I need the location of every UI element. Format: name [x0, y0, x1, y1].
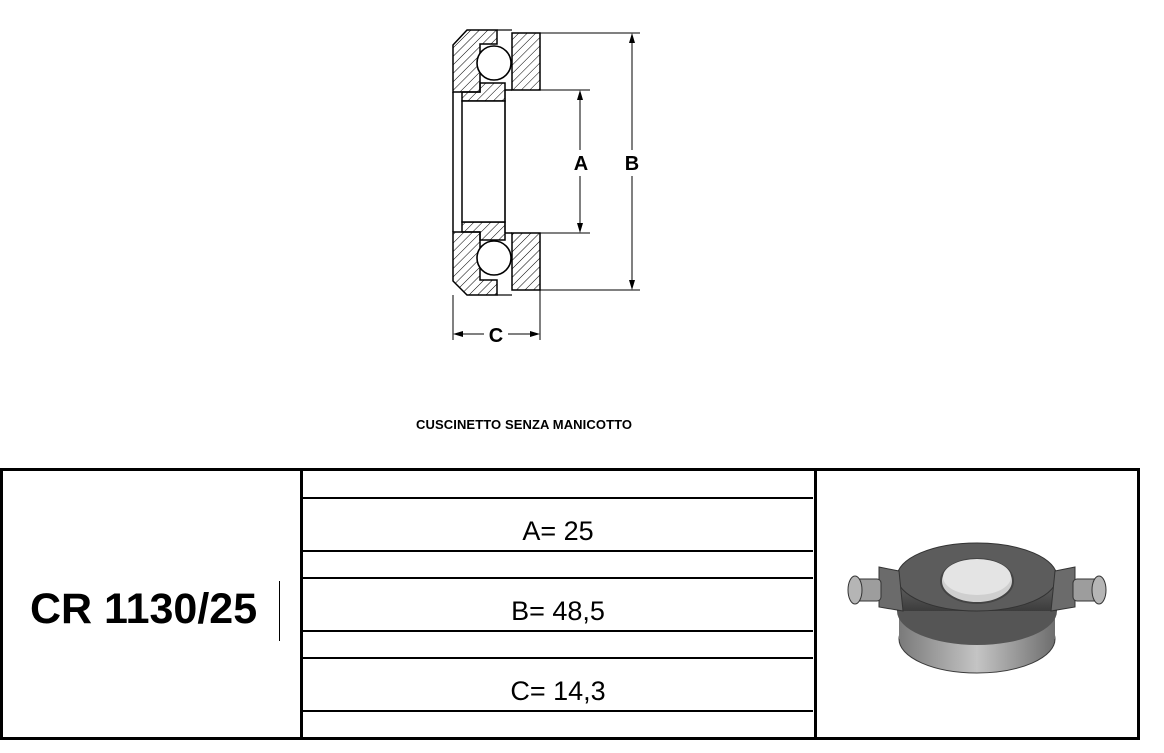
- text-cursor: [279, 581, 280, 641]
- ball-elements: [476, 45, 512, 276]
- spec-table: CR 1130/25 A= 25 B= 48,5 C= 14,3: [0, 468, 1140, 740]
- row-divider: [303, 577, 813, 579]
- bearing-cross-section-drawing: A B C: [452, 29, 640, 347]
- row-divider: [303, 710, 813, 712]
- dimension-a-label: A: [574, 153, 588, 175]
- outer-race: [511, 32, 541, 291]
- part-code[interactable]: CR 1130/25: [30, 585, 258, 633]
- dimension-b: B: [540, 32, 640, 291]
- dimension-b-value: B= 48,5: [511, 596, 605, 626]
- bearing-photo: [847, 542, 1107, 674]
- dimension-a-value: A= 25: [522, 516, 594, 546]
- drawing-caption: CUSCINETTO SENZA MANICOTTO: [416, 417, 633, 432]
- inner-race: [452, 29, 512, 296]
- dimension-a: A: [540, 89, 590, 234]
- row-divider: [303, 657, 813, 659]
- dimension-c-label: C: [489, 325, 503, 347]
- dimensions-cell: A= 25 B= 48,5 C= 14,3: [303, 471, 817, 737]
- row-divider: [303, 497, 813, 499]
- dimension-b-label: B: [625, 153, 639, 175]
- dimension-c: C: [452, 290, 541, 347]
- row-divider: [303, 630, 813, 632]
- dimension-c-value: C= 14,3: [510, 676, 606, 706]
- product-photo-cell: [817, 471, 1137, 737]
- row-divider: [303, 550, 813, 552]
- part-code-cell: CR 1130/25: [3, 471, 303, 737]
